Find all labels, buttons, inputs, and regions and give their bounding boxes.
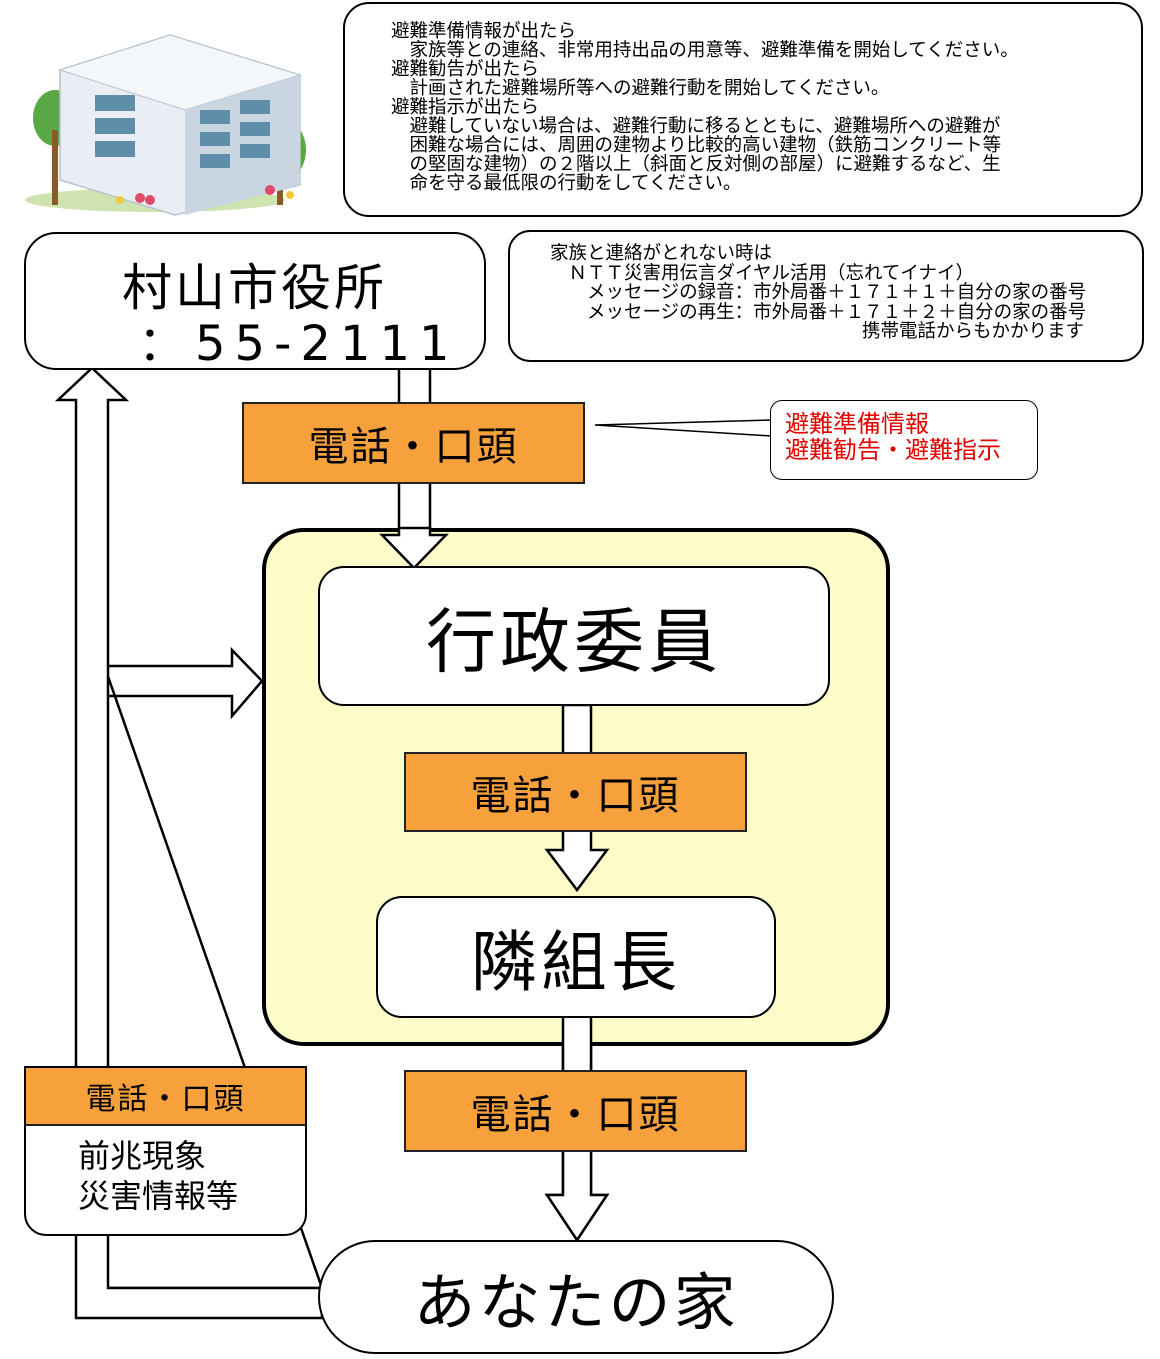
contact-line: メッセージの再生：市外局番＋１７１＋２＋自分の家の番号 bbox=[550, 301, 1087, 323]
evacuation-info-note: 避難準備情報が出たら 家族等との連絡、非常用持出品の用意等、避難準備を開始してく… bbox=[343, 2, 1143, 217]
evac-line: 家族等との連絡、非常用持出品の用意等、避難準備を開始してください。 bbox=[391, 40, 1019, 61]
evac-line: 計画された避難場所等への避難行動を開始してください。 bbox=[391, 78, 890, 99]
side-method-label: 電話・口頭 bbox=[26, 1068, 305, 1126]
callout-line-2: 避難勧告・避難指示 bbox=[785, 436, 1001, 464]
group-leader-label: 隣組長 bbox=[471, 924, 681, 1001]
city-hall-name: 村山市役所 bbox=[122, 259, 387, 317]
evac-line: の堅固な建物）の２階以上（斜面と反対側の部屋）に避難するなど、生 bbox=[391, 154, 1001, 175]
contact-line: ＮＴＴ災害用伝言ダイヤル活用（忘れてイナイ） bbox=[550, 262, 975, 284]
method-label-middle: 電話・口頭 bbox=[404, 752, 747, 832]
evac-line: 避難勧告が出たら bbox=[391, 59, 540, 80]
your-home-box: あなたの家 bbox=[318, 1240, 834, 1354]
admin-member-label: 行政委員 bbox=[426, 600, 722, 683]
city-hall-box: 村山市役所 ：55-2111 bbox=[24, 232, 486, 372]
method-label-bottom: 電話・口頭 bbox=[404, 1070, 747, 1152]
notice-callout: 避難準備情報 避難勧告・避難指示 bbox=[770, 400, 1038, 480]
admin-member-box: 行政委員 bbox=[318, 566, 830, 706]
side-line-2: 災害情報等 bbox=[78, 1177, 239, 1215]
contact-line: 家族と連絡がとれない時は bbox=[550, 243, 773, 264]
evac-line: 困難な場合には、周囲の建物より比較的高い建物（鉄筋コンクリート等 bbox=[391, 135, 1002, 156]
contact-line: メッセージの録音：市外局番＋１７１＋１＋自分の家の番号 bbox=[550, 282, 1087, 303]
evac-line: 命を守る最低限の行動をしてください。 bbox=[391, 173, 742, 194]
side-line-1: 前兆現象 bbox=[78, 1137, 207, 1175]
method-label-top: 電話・口頭 bbox=[242, 402, 585, 484]
city-hall-phone: ：55-2111 bbox=[138, 316, 459, 372]
evac-line: 避難していない場合は、避難行動に移るとともに、避難場所への避難が bbox=[391, 116, 1001, 137]
evac-line: 避難準備情報が出たら bbox=[391, 21, 577, 42]
group-leader-box: 隣組長 bbox=[376, 896, 776, 1018]
contact-line: 携帯電話からもかかります bbox=[862, 321, 1085, 342]
callout-line-1: 避難準備情報 bbox=[785, 410, 929, 438]
evac-line: 避難指示が出たら bbox=[391, 97, 540, 118]
precursor-info-box: 電話・口頭 前兆現象 災害情報等 bbox=[24, 1066, 307, 1236]
contact-info-note: 家族と連絡がとれない時は ＮＴＴ災害用伝言ダイヤル活用（忘れてイナイ） メッセー… bbox=[508, 230, 1144, 362]
your-home-label: あなたの家 bbox=[413, 1266, 739, 1339]
